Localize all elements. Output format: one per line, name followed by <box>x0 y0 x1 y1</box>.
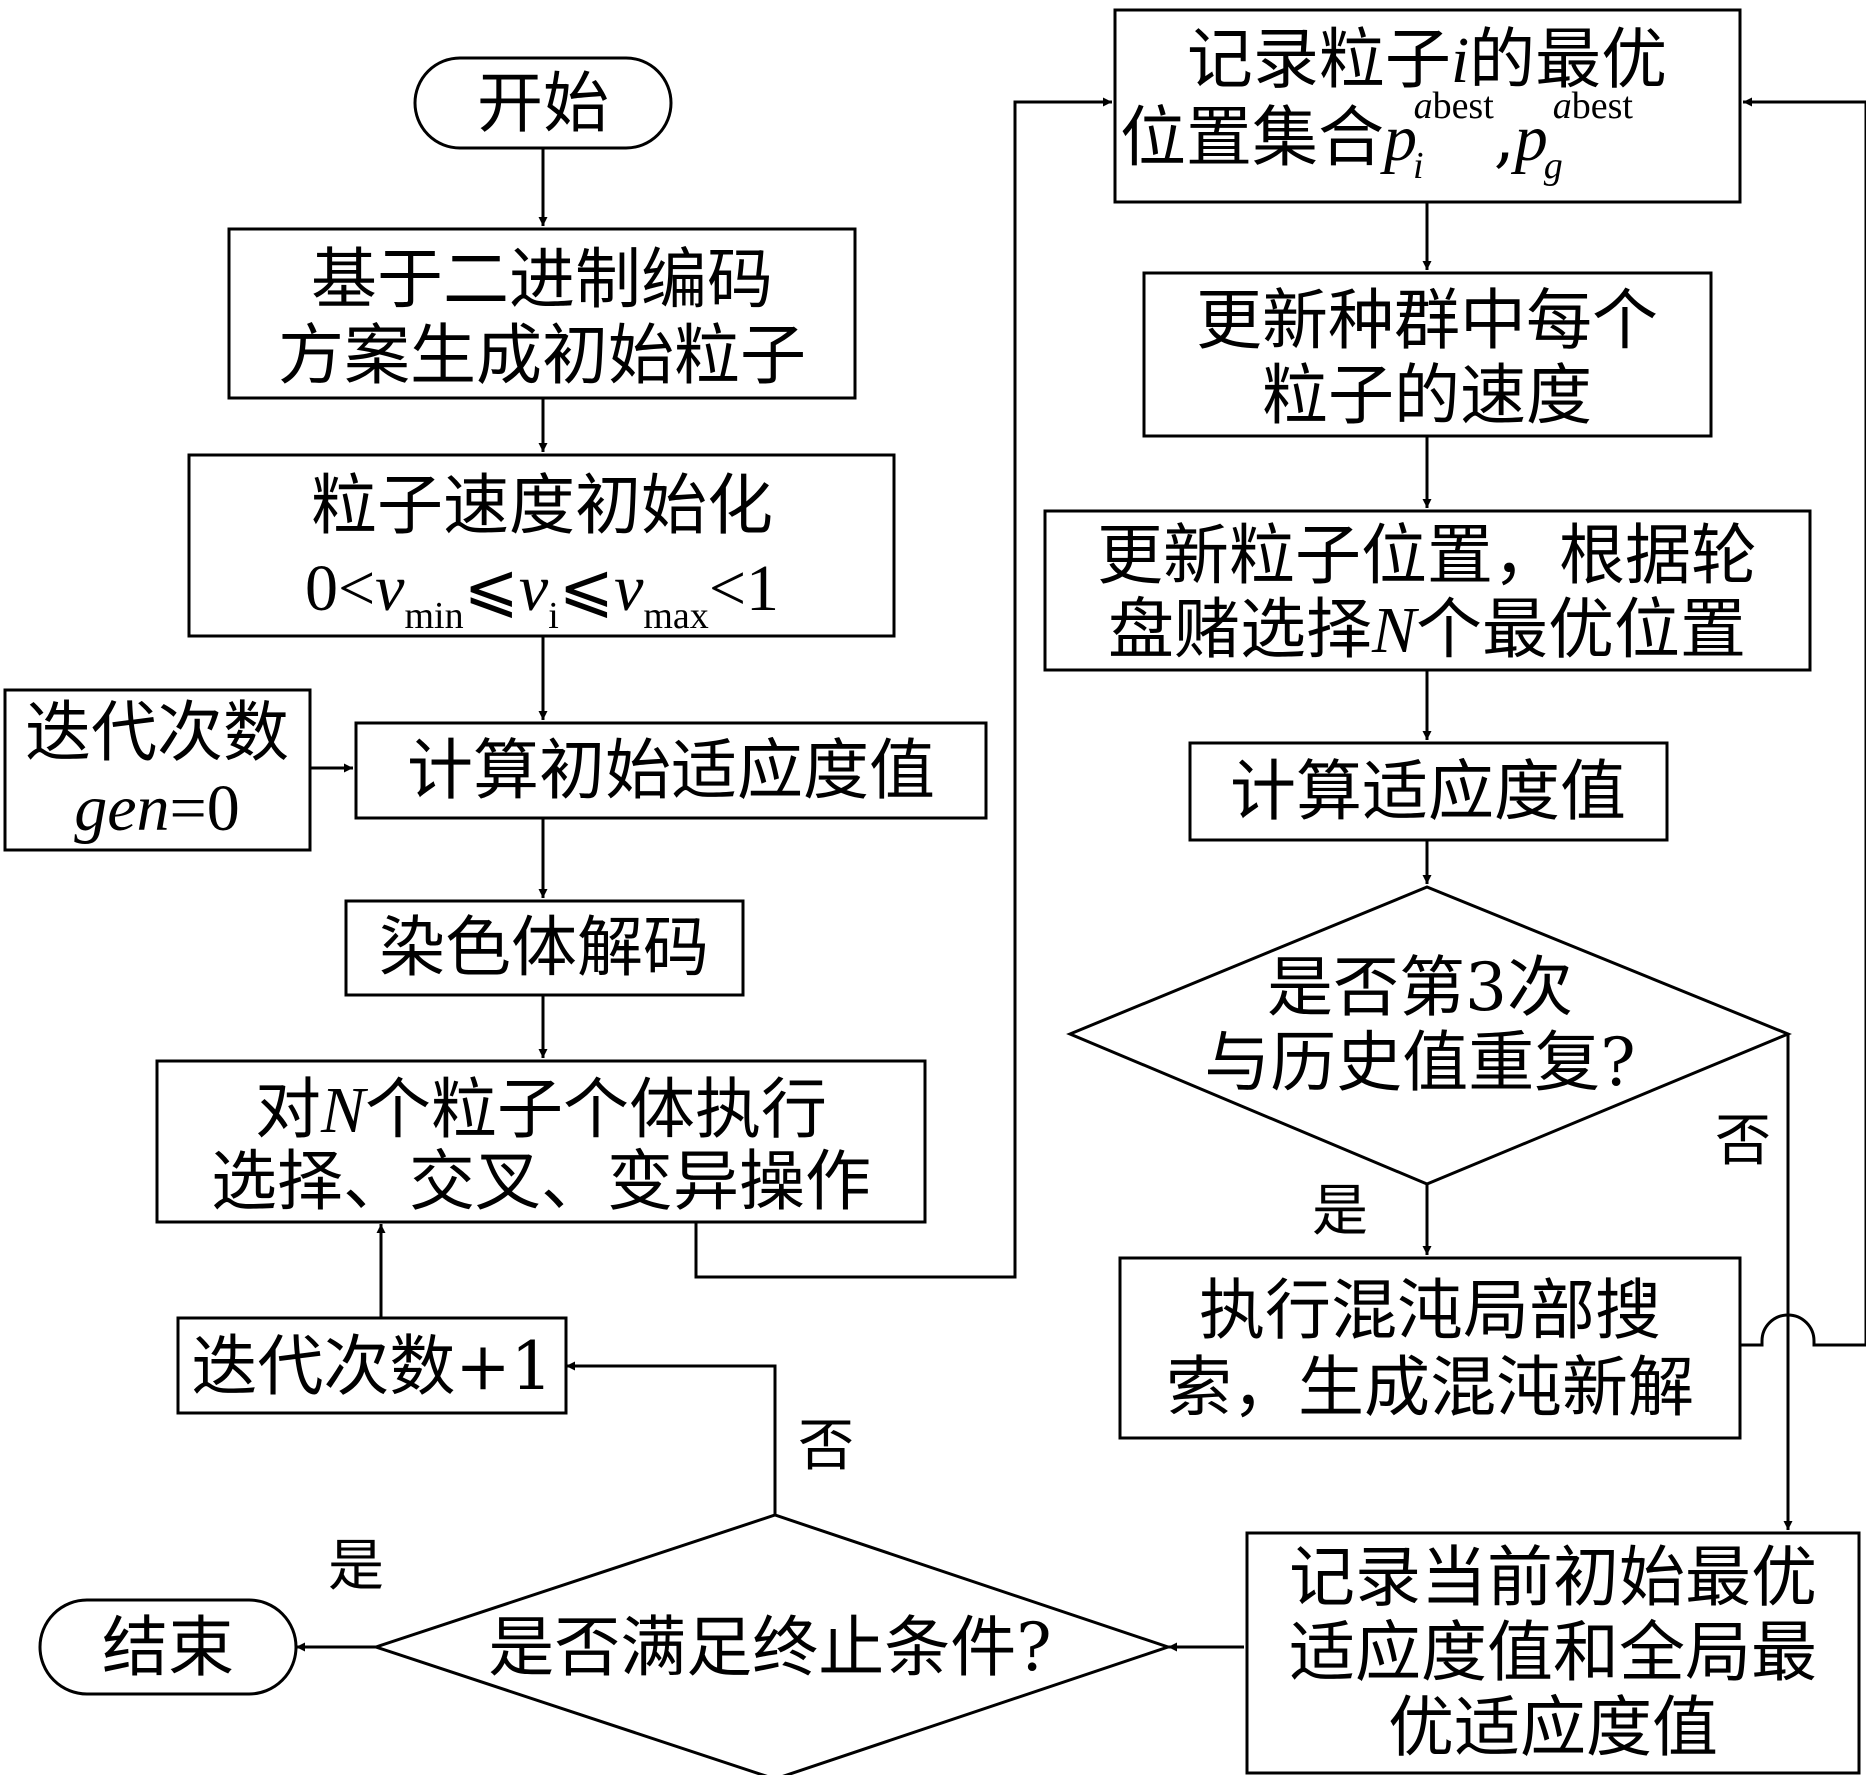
record-best-pre: 记录粒子 <box>1187 21 1451 98</box>
record-best-sup-a2: a <box>1553 85 1572 127</box>
label-terminate-yes: 是 <box>328 1534 384 1599</box>
record-best-sup-best2: best <box>1572 85 1634 127</box>
update-position-line2: 盘赌选择N个最优位置 <box>1108 591 1746 668</box>
edge-ga-record <box>694 97 1112 1279</box>
edge-terminate-no <box>566 1361 777 1515</box>
record-global-line2: 适应度值和全局最 <box>1289 1614 1817 1691</box>
record-best-sup-a1: a <box>1414 85 1433 127</box>
node-ga-ops: 对N个粒子个体执行 选择、交叉、变异操作 <box>155 1059 927 1224</box>
encode-line2: 方案生成初始粒子 <box>278 317 806 394</box>
iter-init-line1: 迭代次数 <box>25 694 289 771</box>
update-position-pre: 盘赌选择 <box>1108 591 1372 668</box>
vinit-line1: 粒子速度初始化 <box>311 467 773 544</box>
ga-pre: 对 <box>255 1071 321 1148</box>
update-velocity-line1: 更新种群中每个 <box>1196 282 1658 359</box>
node-vinit: 粒子速度初始化 0<vmin⩽vi⩽vmax<1 <box>187 453 896 638</box>
vinit-v1: v <box>375 552 405 625</box>
iter-inc-label: 迭代次数+1 <box>191 1328 552 1405</box>
record-best-p1: p <box>1380 102 1417 175</box>
iter-init-gen: gen <box>74 772 169 845</box>
vinit-zero-lt: 0< <box>305 552 375 625</box>
repeat-line1: 是否第3次 <box>1267 949 1573 1026</box>
edge-chaos-record-return <box>1743 97 1866 1347</box>
node-fitness: 计算适应度值 <box>1188 741 1669 842</box>
ga-line2: 选择、交叉、变异操作 <box>211 1143 871 1220</box>
ga-post: 个粒子个体执行 <box>365 1071 827 1148</box>
node-update-position: 更新粒子位置，根据轮 盘赌选择N个最优位置 <box>1043 509 1812 672</box>
encode-line1: 基于二进制编码 <box>311 241 773 318</box>
vinit-v3: v <box>614 552 644 625</box>
node-end: 结束 <box>38 1598 298 1696</box>
node-iter-inc: 迭代次数+1 <box>176 1316 568 1415</box>
end-label: 结束 <box>102 1609 234 1686</box>
repeat-line2: 与历史值重复? <box>1204 1024 1635 1101</box>
node-fitness-init: 计算初始适应度值 <box>354 721 988 820</box>
label-terminate-no: 否 <box>798 1414 854 1479</box>
update-position-post: 个最优位置 <box>1416 591 1746 668</box>
node-repeat-check: 是否第3次 与历史值重复? <box>1066 885 1792 1186</box>
record-best-sub-i: i <box>1413 145 1424 187</box>
connectors <box>296 97 1866 1652</box>
vinit-max: max <box>643 595 708 637</box>
update-position-line1: 更新粒子位置，根据轮 <box>1097 517 1757 594</box>
vinit-formula: 0<vmin⩽vi⩽vmax<1 <box>305 549 779 637</box>
vinit-leq2: ⩽ <box>559 549 614 626</box>
record-best-line2: 位置集合piabest,pgabest <box>1120 85 1633 187</box>
fitness-label: 计算适应度值 <box>1230 753 1626 830</box>
node-record-global: 记录当前初始最优 适应度值和全局最 优适应度值 <box>1245 1531 1861 1775</box>
node-encode: 基于二进制编码 方案生成初始粒子 <box>227 227 857 400</box>
label-repeat-yes: 是 <box>1312 1179 1368 1244</box>
chaos-line2: 索，生成混沌新解 <box>1166 1349 1694 1426</box>
ga-line1: 对N个粒子个体执行 <box>255 1071 827 1148</box>
label-repeat-no: 否 <box>1715 1109 1771 1174</box>
vinit-i: i <box>548 595 559 637</box>
update-position-N: N <box>1371 594 1420 667</box>
node-iter-init: 迭代次数 gen=0 <box>3 688 312 852</box>
fitness-init-label: 计算初始适应度值 <box>407 732 935 809</box>
node-chaos-search: 执行混沌局部搜 索，生成混沌新解 <box>1118 1256 1742 1440</box>
iter-init-line2: gen=0 <box>74 772 240 845</box>
record-global-line3: 优适应度值 <box>1388 1689 1718 1766</box>
ga-N: N <box>320 1074 369 1147</box>
record-best-line2-pre: 位置集合 <box>1120 99 1384 176</box>
terminate-label: 是否满足终止条件? <box>488 1609 1051 1686</box>
chaos-line1: 执行混沌局部搜 <box>1199 1272 1661 1349</box>
record-global-line1: 记录当前初始最优 <box>1289 1539 1817 1616</box>
record-best-line1: 记录粒子i的最优 <box>1187 21 1667 98</box>
node-start: 开始 <box>413 56 673 150</box>
vinit-lt-one: <1 <box>709 552 779 625</box>
record-best-i: i <box>1451 24 1469 97</box>
start-label: 开始 <box>477 65 609 142</box>
edge-chaos-record <box>1740 1341 1764 1347</box>
vinit-v2: v <box>519 552 549 625</box>
record-best-sub-g: g <box>1544 145 1563 187</box>
record-best-post: 的最优 <box>1469 21 1667 98</box>
record-best-comma: , <box>1494 99 1515 176</box>
node-update-velocity: 更新种群中每个 粒子的速度 <box>1142 271 1713 438</box>
update-velocity-line2: 粒子的速度 <box>1262 357 1592 434</box>
node-terminate: 是否满足终止条件? <box>371 1513 1173 1775</box>
record-best-p2: p <box>1511 102 1548 175</box>
record-best-sup-best1: best <box>1433 85 1495 127</box>
iter-init-eq: =0 <box>170 772 240 845</box>
vinit-leq1: ⩽ <box>464 549 519 626</box>
vinit-min: min <box>404 595 463 637</box>
node-decode: 染色体解码 <box>344 899 745 997</box>
decode-label: 染色体解码 <box>379 909 709 986</box>
node-record-best: 记录粒子i的最优 位置集合piabest,pgabest <box>1113 8 1742 204</box>
